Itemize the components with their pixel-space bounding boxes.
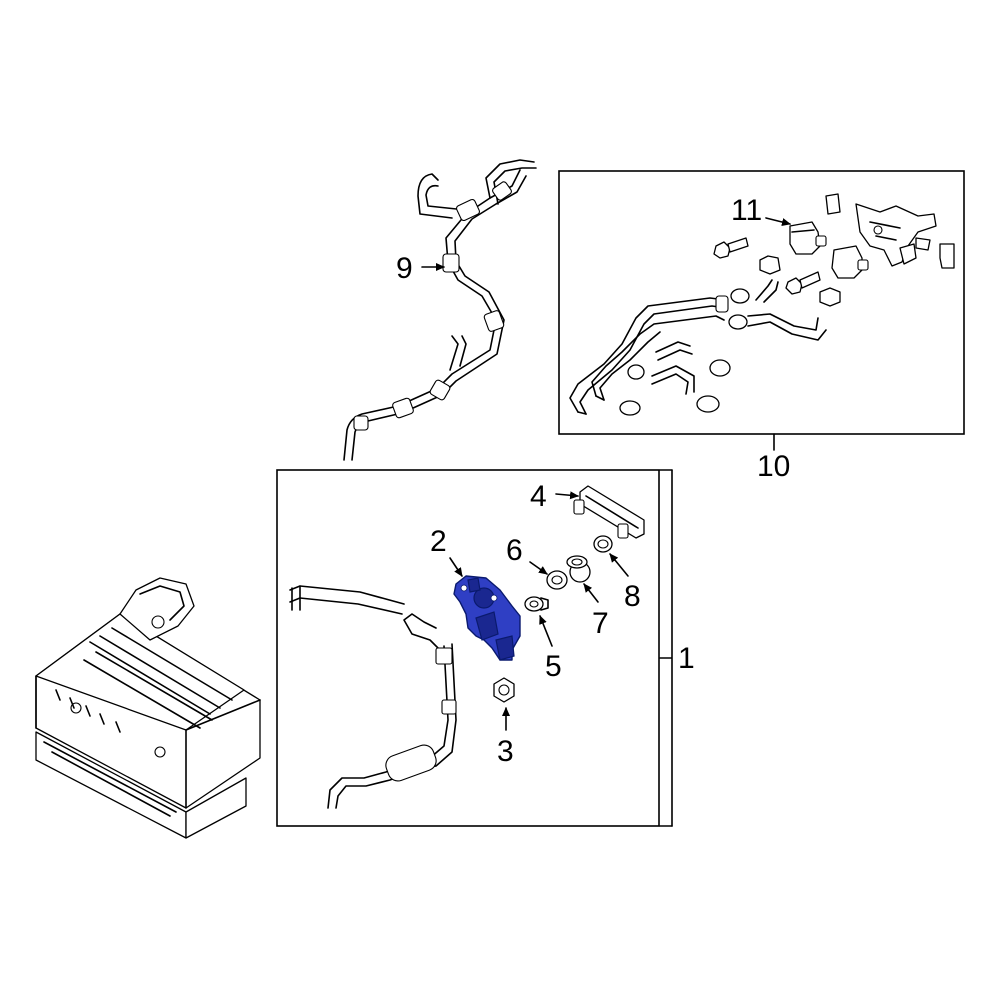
box1-hoses	[289, 585, 457, 809]
leader-4	[555, 491, 579, 500]
callout-8: 8	[624, 580, 641, 613]
leader-lines	[421, 217, 791, 827]
callout-2: 2	[430, 525, 447, 558]
callout-9: 9	[396, 252, 413, 285]
callout-10: 10	[757, 450, 790, 483]
callout-6: 6	[506, 534, 523, 567]
grommet-5	[524, 596, 549, 612]
hose-assembly-9	[343, 159, 537, 461]
leader-11	[765, 217, 791, 226]
assembly-box-1	[276, 469, 660, 827]
leader-2	[449, 557, 463, 577]
callout-11: 11	[731, 194, 762, 227]
o-ring-8	[593, 535, 613, 553]
leader-7	[583, 583, 599, 603]
bushing-7	[566, 555, 591, 583]
nut-3	[493, 677, 515, 703]
callout-7: 7	[592, 607, 609, 640]
leader-1	[659, 469, 673, 827]
leader-8	[609, 553, 629, 577]
o-ring-6	[546, 570, 568, 590]
callout-4: 4	[530, 480, 547, 513]
air-cleaner-box	[35, 577, 261, 839]
assembly-box-10	[558, 170, 965, 435]
vapor-valve-2-highlighted	[453, 575, 521, 661]
leader-5	[539, 615, 553, 647]
callout-3: 3	[497, 735, 514, 768]
box10-parts	[569, 193, 955, 416]
bracket-4	[573, 485, 645, 539]
callout-1: 1	[678, 642, 695, 675]
callout-5: 5	[545, 650, 562, 683]
leader-6	[529, 561, 548, 575]
